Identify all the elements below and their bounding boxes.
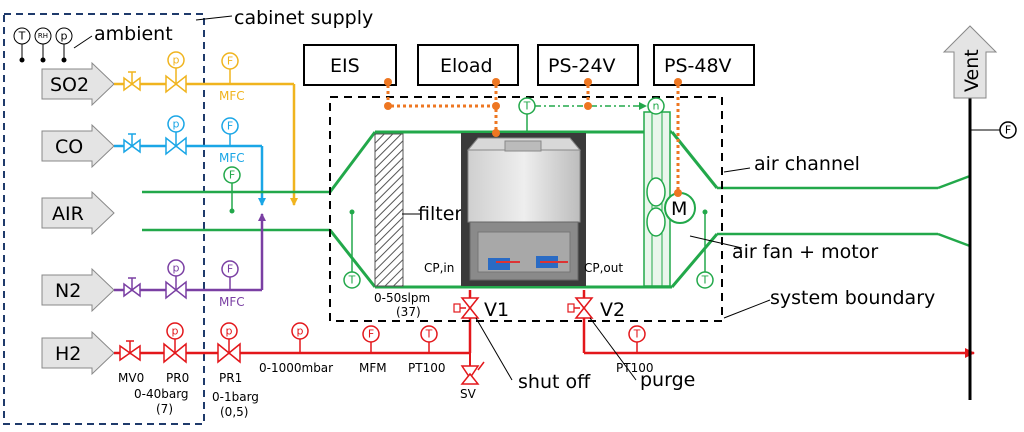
co-flow-sensor: F <box>227 120 233 133</box>
cp-in-label: CP,in <box>424 261 454 275</box>
pr0-setpoint: (7) <box>156 402 173 416</box>
h2-pressure-range: 0-1000mbar <box>259 361 333 375</box>
h2-line: MV0 p PR0 0-40barg (7) p PR1 0-1barg (0,… <box>114 290 975 419</box>
cp-out-label: CP,out <box>584 261 623 275</box>
pr1-setpoint: (0,5) <box>220 405 248 419</box>
purge-temperature-sensor: T <box>633 328 641 341</box>
n2-flow-sensor: F <box>227 263 233 276</box>
stack-temperature-sensor: T <box>523 100 531 113</box>
air-fan-motor: M n <box>643 97 696 287</box>
n2-mfc-label: MFC <box>219 295 245 309</box>
h2-temperature-sensor: T <box>425 328 433 341</box>
eload-box <box>417 44 519 86</box>
air-fan-motor-label: air fan + motor <box>732 241 878 263</box>
vent: Vent F <box>942 25 1017 400</box>
pr1-label: PR1 <box>219 371 242 385</box>
pt100-purge-label: PT100 <box>616 361 653 375</box>
cabinet-supply-label: cabinet supply <box>234 7 373 29</box>
gas-inlet-co: CO <box>55 136 83 158</box>
vent-flow-sensor: F <box>1005 124 1011 137</box>
gas-inlets: SO2 CO AIR N2 H2 <box>41 61 115 376</box>
n2-pressure-sensor: p <box>173 262 180 275</box>
so2-mfc-label: MFC <box>219 89 245 103</box>
purge-label: purge <box>640 369 695 391</box>
filter <box>374 133 404 287</box>
air-in-temperature-sensor: T <box>348 274 356 287</box>
ambient-label: ambient <box>94 23 173 45</box>
motor-symbol: M <box>671 198 687 220</box>
flow-range-setpoint: (37) <box>396 305 421 319</box>
shut-off-label: shut off <box>518 371 591 393</box>
so2-flow-sensor: F <box>227 55 233 68</box>
pr0-pressure-sensor: p <box>172 325 179 338</box>
v2-label: V2 <box>600 299 625 321</box>
ambient-pressure-sensor: p <box>61 30 68 43</box>
gas-inlet-so2: SO2 <box>50 74 89 96</box>
ambient-sensors: T RH p <box>13 27 73 63</box>
air-channel-label: air channel <box>754 153 860 175</box>
mfm-flow-sensor: F <box>368 328 374 341</box>
instrument-boxes: EIS Eload PS-24V PS-48V <box>303 44 755 86</box>
ambient-temperature-sensor: T <box>18 30 26 43</box>
vent-label: Vent <box>961 49 983 92</box>
co-mfc-label: MFC <box>219 151 245 165</box>
n2-line: p F MFC <box>114 213 266 309</box>
v2-valve <box>574 297 594 319</box>
gas-inlet-air: AIR <box>52 203 84 225</box>
ps48v-label: PS-48V <box>664 55 732 77</box>
pr1-range: 0-1barg <box>212 390 259 404</box>
flow-range-label: 0-50slpm <box>374 291 430 305</box>
v1-valve <box>460 297 480 319</box>
pr0-label: PR0 <box>166 371 189 385</box>
cabinet-supply-boundary <box>3 13 205 425</box>
ambient-humidity-sensor: RH <box>38 32 48 40</box>
pr0-range: 0-40barg <box>134 387 189 401</box>
co-line: p F MFC <box>114 115 266 206</box>
co-pressure-sensor: p <box>173 118 180 131</box>
air-inlet-flow-sensor: F <box>229 169 235 182</box>
h2-pressure-sensor: p <box>297 325 304 338</box>
eis-box <box>303 44 397 86</box>
filter-label: filter <box>418 203 462 225</box>
mfm-label: MFM <box>359 361 387 375</box>
ps48v-box <box>653 44 755 86</box>
gas-inlet-h2: H2 <box>55 343 81 365</box>
pt100-label: PT100 <box>408 361 445 375</box>
mv0-label: MV0 <box>118 371 144 385</box>
air-temperature-sensors: T T <box>343 209 714 289</box>
fan-speed-sensor: n <box>653 100 660 113</box>
air-channel: F <box>142 130 971 289</box>
gas-inlet-n2: N2 <box>55 280 81 302</box>
so2-line: p F MFC <box>114 51 298 206</box>
air-out-temperature-sensor: T <box>701 274 709 287</box>
sv-label: SV <box>460 387 477 401</box>
eload-label: Eload <box>440 55 493 77</box>
so2-pressure-sensor: p <box>173 54 180 67</box>
eis-label: EIS <box>330 55 360 77</box>
system-boundary-label: system boundary <box>770 287 935 309</box>
pr1-pressure-sensor: p <box>226 325 233 338</box>
fuel-cell-stack <box>461 133 586 286</box>
v1-label: V1 <box>484 299 509 321</box>
system-boundary <box>329 96 723 322</box>
ps24v-label: PS-24V <box>548 55 616 77</box>
